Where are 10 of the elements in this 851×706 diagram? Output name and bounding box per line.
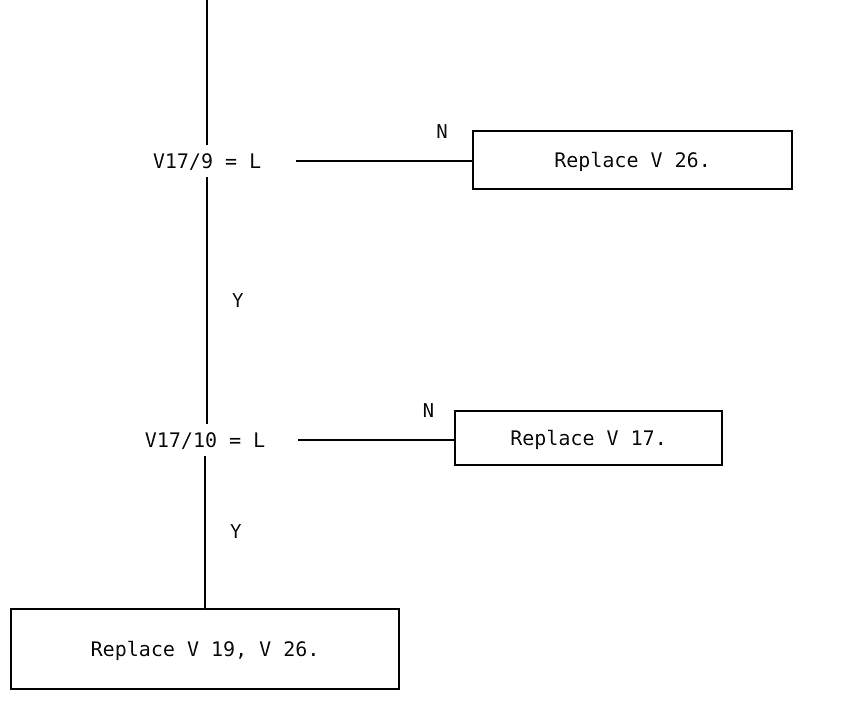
connector-line [204,456,206,608]
decision-text: V17/9 = L [118,145,296,177]
connector-line [206,0,208,145]
connector-line [298,439,454,441]
connector-line [296,160,472,162]
process-box: Replace V 19, V 26. [10,608,400,690]
decision-text: V17/10 = L [112,424,298,456]
process-box: Replace V 26. [472,130,793,190]
connector-line [206,177,208,424]
process-box: Replace V 17. [454,410,723,466]
